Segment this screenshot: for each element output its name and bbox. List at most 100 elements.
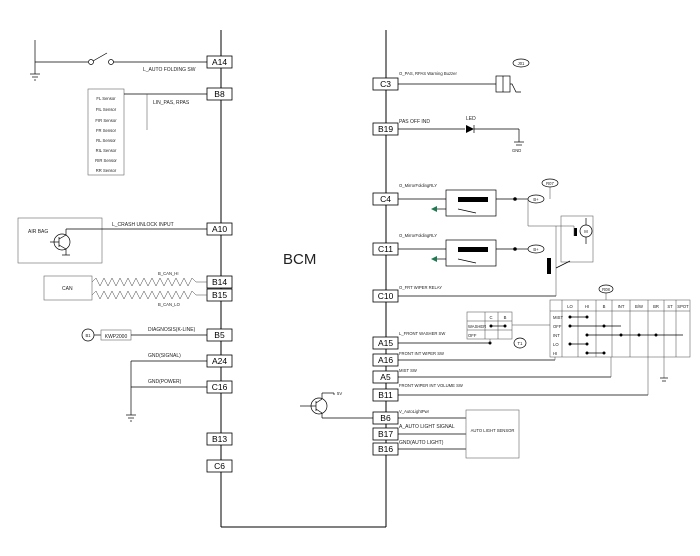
- led-label: LED: [466, 116, 476, 122]
- pin-c3: C3: [380, 79, 391, 89]
- pin-c4: C4: [380, 194, 391, 204]
- sensor-1: FIL Sensor: [96, 107, 117, 112]
- pin-b6: B6: [380, 413, 391, 423]
- mirror-relay-2: O_MirrorFoldingRLY B+: [398, 233, 545, 267]
- sensor-4: RL Sensor: [96, 138, 116, 143]
- svg-text:OFF: OFF: [553, 324, 562, 329]
- svg-text:T1: T1: [518, 341, 524, 346]
- svg-text:BR: BR: [653, 304, 659, 309]
- label-gnd-signal: GND(SIGNAL): [148, 353, 181, 359]
- svg-text:INT: INT: [618, 304, 625, 309]
- bcm-title: BCM: [283, 251, 316, 268]
- sensor-6: RIR Sensor: [95, 158, 117, 163]
- label-c4: O_MirrorFoldingRLY: [399, 183, 437, 188]
- r07-label: R07: [546, 181, 554, 186]
- sensor-7: RR Sensor: [96, 168, 117, 173]
- label-c11: O_MirrorFoldingRLY: [399, 233, 437, 238]
- pin-b13: B13: [212, 434, 227, 444]
- pin-b5: B5: [214, 330, 225, 340]
- fivev-label: 5V: [337, 391, 342, 396]
- label-diagnosis: DIAGNOSIS(K-LINE): [148, 327, 196, 333]
- svg-text:WASHER: WASHER: [468, 324, 486, 329]
- label-b6: V_AutoLightPwr: [399, 409, 430, 414]
- air-bag-module: AIR BAG L_CRASH UNLOCK INPUT: [17, 217, 207, 264]
- label-b19: PAS OFF IND: [399, 119, 430, 125]
- label-b11: FRONT WIPER INT VOLUME SW: [399, 383, 463, 388]
- sensor-0: FL Sensor: [96, 96, 116, 101]
- svg-text:M: M: [584, 229, 588, 234]
- auto-light-sensor: 5V V_AutoLightPwr A_AUTO LIGHT SIGNAL GN…: [300, 391, 520, 459]
- kwp-label: KWP2000: [105, 334, 128, 340]
- label-c3: O_PAS, RPAS Warning Buzzer: [399, 71, 457, 76]
- left-pins: A14 B8 A10 B14 B15 B5 A24 C16 B13 C6: [206, 55, 233, 473]
- pin-a16: A16: [378, 355, 393, 365]
- sensor-3: FR Sensor: [96, 128, 117, 133]
- label-auto-folding: L_AUTO FOLDING SW: [143, 67, 196, 73]
- label-gnd-power: GND(POWER): [148, 379, 182, 385]
- pin-c10: C10: [378, 291, 394, 301]
- right-pins: C3 B19 C4 C11 C10 A15 A16 A5 B11 B6 B17 …: [372, 77, 399, 456]
- label-crash-unlock: L_CRASH UNLOCK INPUT: [112, 222, 174, 228]
- bplus-1: B+: [533, 197, 539, 202]
- svg-text:ST: ST: [667, 304, 673, 309]
- label-b16: GND(AUTO LIGHT): [399, 440, 444, 446]
- mirror-relay-1: O_MirrorFoldingRLY B+: [398, 183, 545, 217]
- auto-light-sensor-label: AUTO LIGHT SENSOR: [471, 428, 515, 433]
- label-b17: A_AUTO LIGHT SIGNAL: [399, 424, 455, 430]
- pas-sensor-list: LIN_PAS, RPAS FL Sensor FIL Sensor FIR S…: [87, 88, 207, 176]
- buzzer-id: J01: [518, 61, 525, 66]
- svg-text:HI: HI: [553, 351, 557, 356]
- pin-c16: C16: [212, 382, 228, 392]
- svg-text:SPOT: SPOT: [677, 304, 689, 309]
- pin-a10: A10: [212, 224, 227, 234]
- label-can-hi: B_CAN_HI: [158, 271, 178, 276]
- label-a16: FRONT INT WIPER SW: [399, 351, 444, 356]
- r08-label: R08: [602, 287, 610, 292]
- svg-text:C: C: [489, 315, 492, 320]
- svg-text:OFF: OFF: [468, 333, 477, 338]
- pin-c6: C6: [214, 461, 225, 471]
- auto-folding-switch: L_AUTO FOLDING SW: [30, 40, 207, 81]
- wiper-switch-table: R08 LO HI B INT B/W BR ST SPOT MIST OFF …: [549, 284, 691, 382]
- mirror-motor: R07 M O_FRT WIPER RELAY: [398, 178, 594, 297]
- b1-label: B1: [85, 333, 91, 338]
- pin-a24: A24: [212, 356, 227, 366]
- pin-b11: B11: [378, 390, 393, 400]
- bplus-2: B+: [533, 247, 539, 252]
- buzzer-circuit: O_PAS, RPAS Warning Buzzer J01: [398, 58, 530, 93]
- diagnosis-line: B1 KWP2000 DIAGNOSIS(K-LINE): [81, 327, 207, 342]
- svg-text:B: B: [603, 304, 606, 309]
- pin-b14: B14: [212, 277, 227, 287]
- air-bag-label: AIR BAG: [28, 229, 48, 235]
- pin-a5: A5: [380, 372, 391, 382]
- label-can-lo: B_CAN_LO: [158, 302, 181, 307]
- label-lin-pas: LIN_PAS, RPAS: [153, 100, 190, 106]
- ground-lines: GND(SIGNAL) GND(POWER): [126, 353, 207, 422]
- label-c10: O_FRT WIPER RELAY: [399, 285, 442, 290]
- label-a15: L_FRONT WASHER SW: [399, 331, 445, 336]
- gnd-label: GND: [512, 148, 521, 153]
- label-a5: MIST SW: [399, 368, 417, 373]
- pin-b17: B17: [378, 429, 393, 439]
- svg-text:LO: LO: [567, 304, 573, 309]
- svg-text:MIST: MIST: [553, 315, 563, 320]
- svg-text:INT: INT: [553, 333, 560, 338]
- pin-c11: C11: [378, 244, 393, 254]
- washer-switch-table: C B WASHER OFF: [466, 311, 513, 340]
- pin-b8: B8: [214, 89, 225, 99]
- pas-off-led: PAS OFF IND LED GND: [398, 116, 524, 153]
- svg-text:B/W: B/W: [635, 304, 643, 309]
- pin-b16: B16: [378, 444, 393, 454]
- pin-b19: B19: [378, 124, 393, 134]
- pin-a14: A14: [212, 57, 227, 67]
- can-bus: CAN B_CAN_HI B_CAN_LO: [43, 271, 207, 307]
- pin-b15: B15: [212, 290, 227, 300]
- pin-a15: A15: [378, 338, 393, 348]
- can-label: CAN: [62, 286, 73, 292]
- svg-text:LO: LO: [553, 342, 559, 347]
- wiper-switch-lines: L_FRONT WASHER SW FRONT INT WIPER SW MIS…: [398, 324, 649, 396]
- sensor-2: FIR Sensor: [95, 118, 117, 123]
- svg-text:HI: HI: [585, 304, 589, 309]
- svg-text:B: B: [504, 315, 507, 320]
